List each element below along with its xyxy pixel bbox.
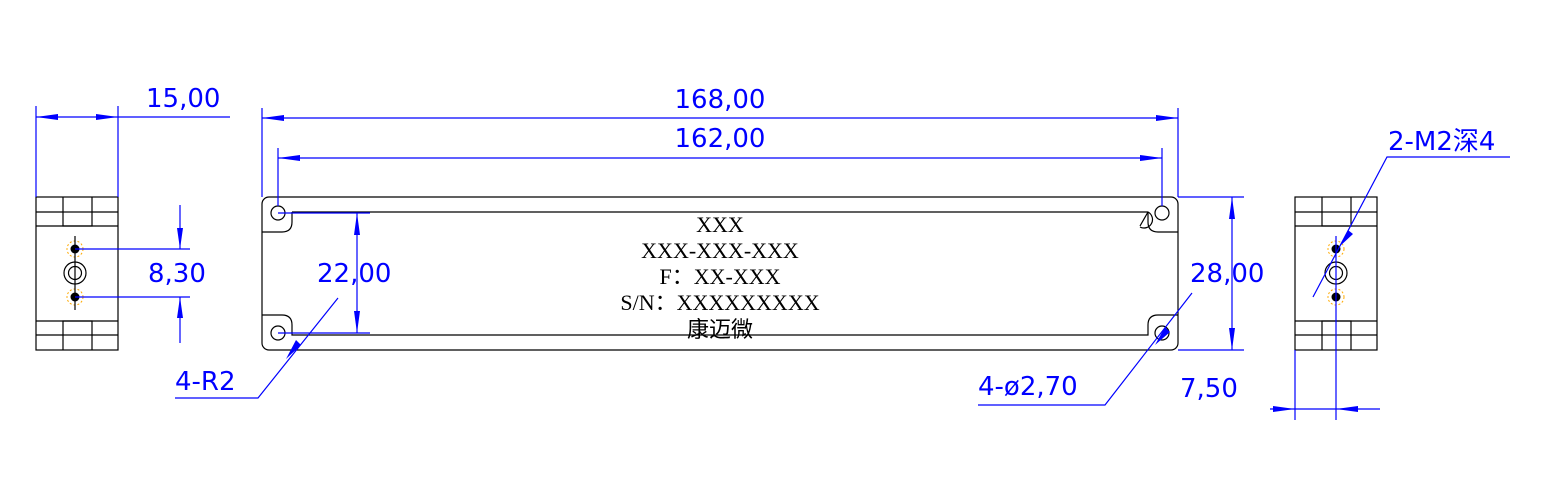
dim-side-offset: 7,50 [1180,374,1238,404]
callout-hole-diameter: 4-ø2,70 [978,372,1078,402]
dim-overall-height: 28,00 [1190,259,1264,289]
front-view: XXX XXX-XXX-XXX F：XX-XXX S/N：XXXXXXXXX 康… [175,85,1264,406]
housing-outline [261,196,1179,351]
label-line-4: S/N：XXXXXXXXX [620,290,819,315]
callout-corner-radius: 4-R2 [175,367,236,397]
label-line-2: XXX-XXX-XXX [641,238,799,263]
mounting-hole-icon [1154,205,1170,221]
label-line-5: 康迈微 [687,318,753,343]
right-side-view: 2-M2深4 7,50 [1180,127,1510,420]
dim-hole-pitch: 8,30 [148,259,206,289]
label-line-3: F：XX-XXX [659,264,780,289]
mounting-hole-icon [1154,325,1170,341]
dim-hole-vertical: 22,00 [317,259,391,289]
dim-hole-spacing: 162,00 [675,124,766,154]
dim-side-width: 15,00 [146,84,220,114]
callout-thread: 2-M2深4 [1388,127,1495,157]
dim-overall-length: 168,00 [675,85,766,115]
label-line-1: XXX [696,212,744,237]
left-side-view: 15,00 8,30 [35,84,230,351]
